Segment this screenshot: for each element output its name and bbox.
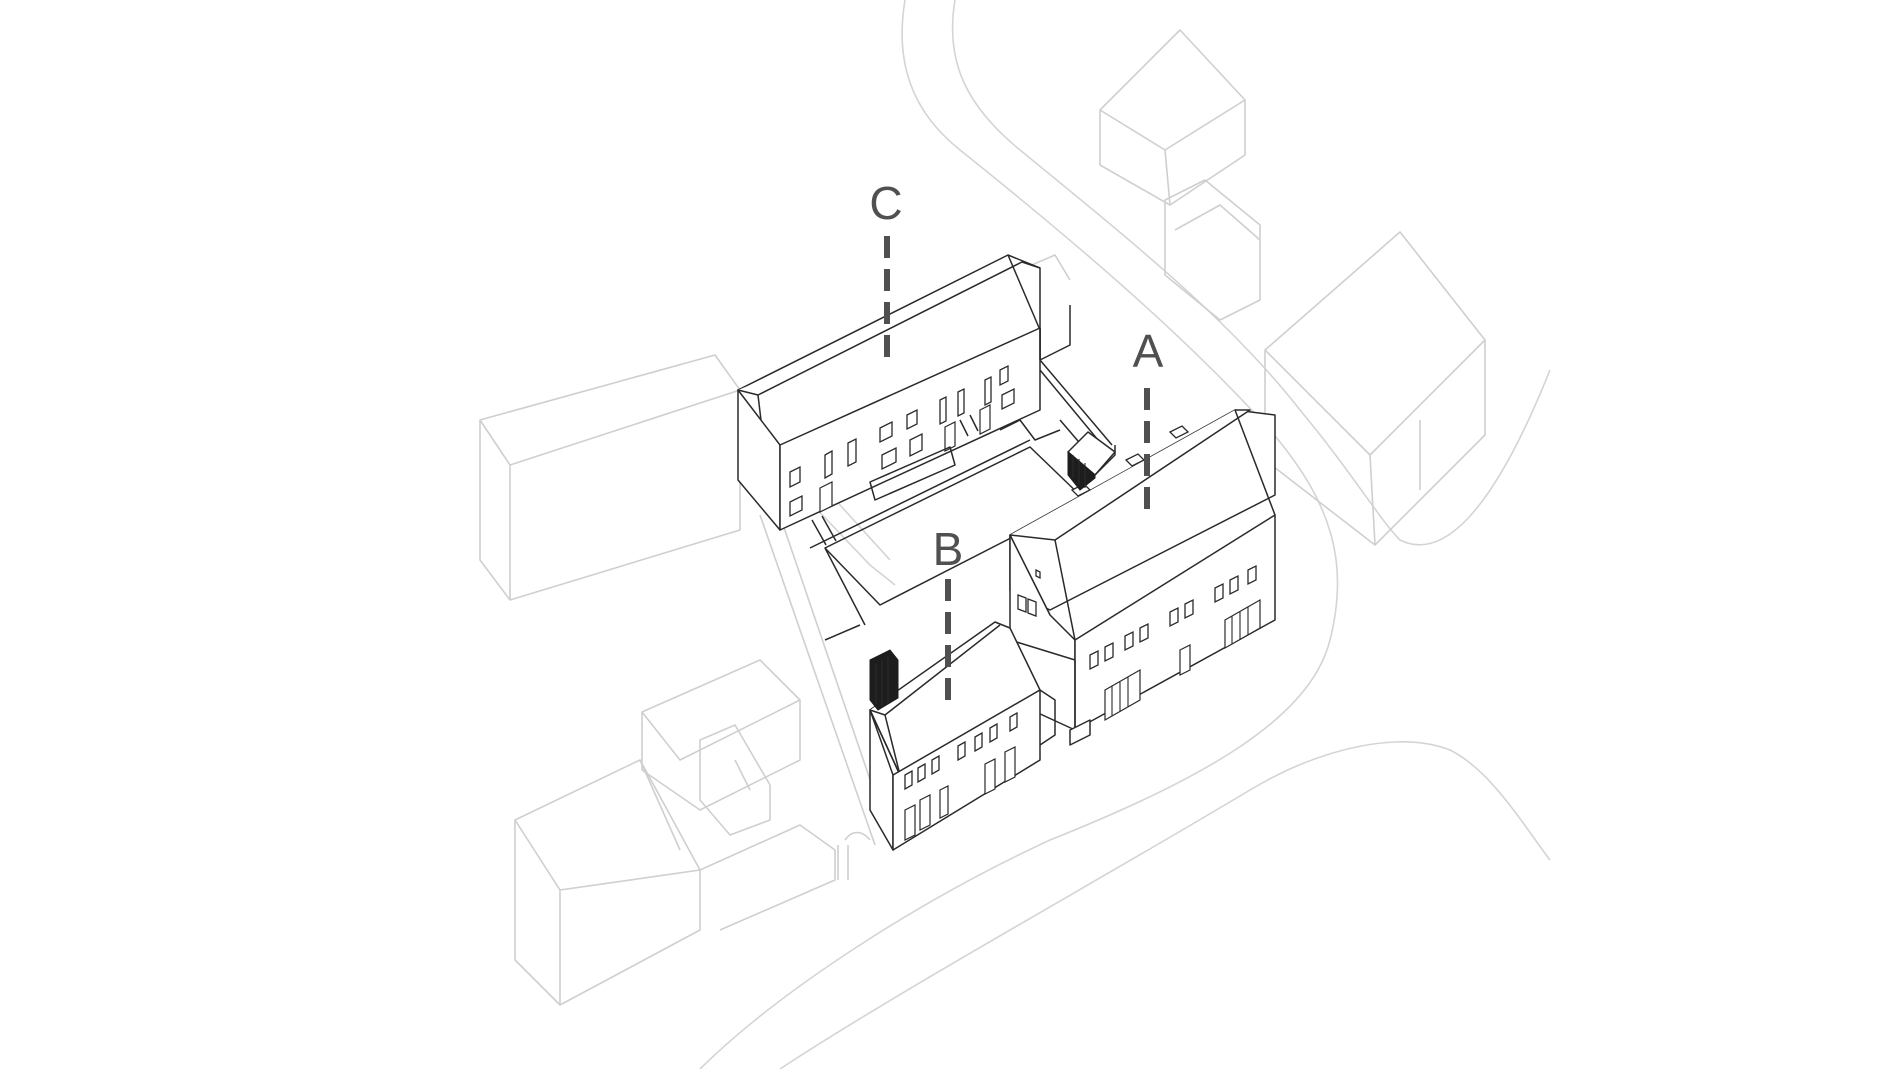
courtyard [809,359,1113,641]
context-building-southwest-4 [699,824,836,931]
building-c-windows [789,364,1015,518]
building-c [737,254,1071,531]
dark-annex [1067,431,1116,491]
context-building-northeast [1264,231,1486,546]
building-b-windows [904,711,1018,791]
building-a-gable-windows [1017,568,1041,617]
leader-lines [884,236,1150,710]
context-building-southwest-2 [699,724,771,836]
building-a-facade-windows [1089,564,1257,671]
building-a-shopfronts [1104,598,1261,722]
context-building-north-1 [1099,29,1246,206]
building-a [1009,409,1276,746]
label-c: C [869,177,903,229]
context-building-west [479,354,741,601]
label-a: A [1132,325,1164,377]
context-building-southwest-1 [641,659,801,811]
building-b [869,621,1056,851]
label-b: B [932,523,964,575]
building-b-doors [904,746,1016,841]
context-building-southwest-3 [514,759,701,1006]
context-building-north-2 [1164,179,1261,321]
